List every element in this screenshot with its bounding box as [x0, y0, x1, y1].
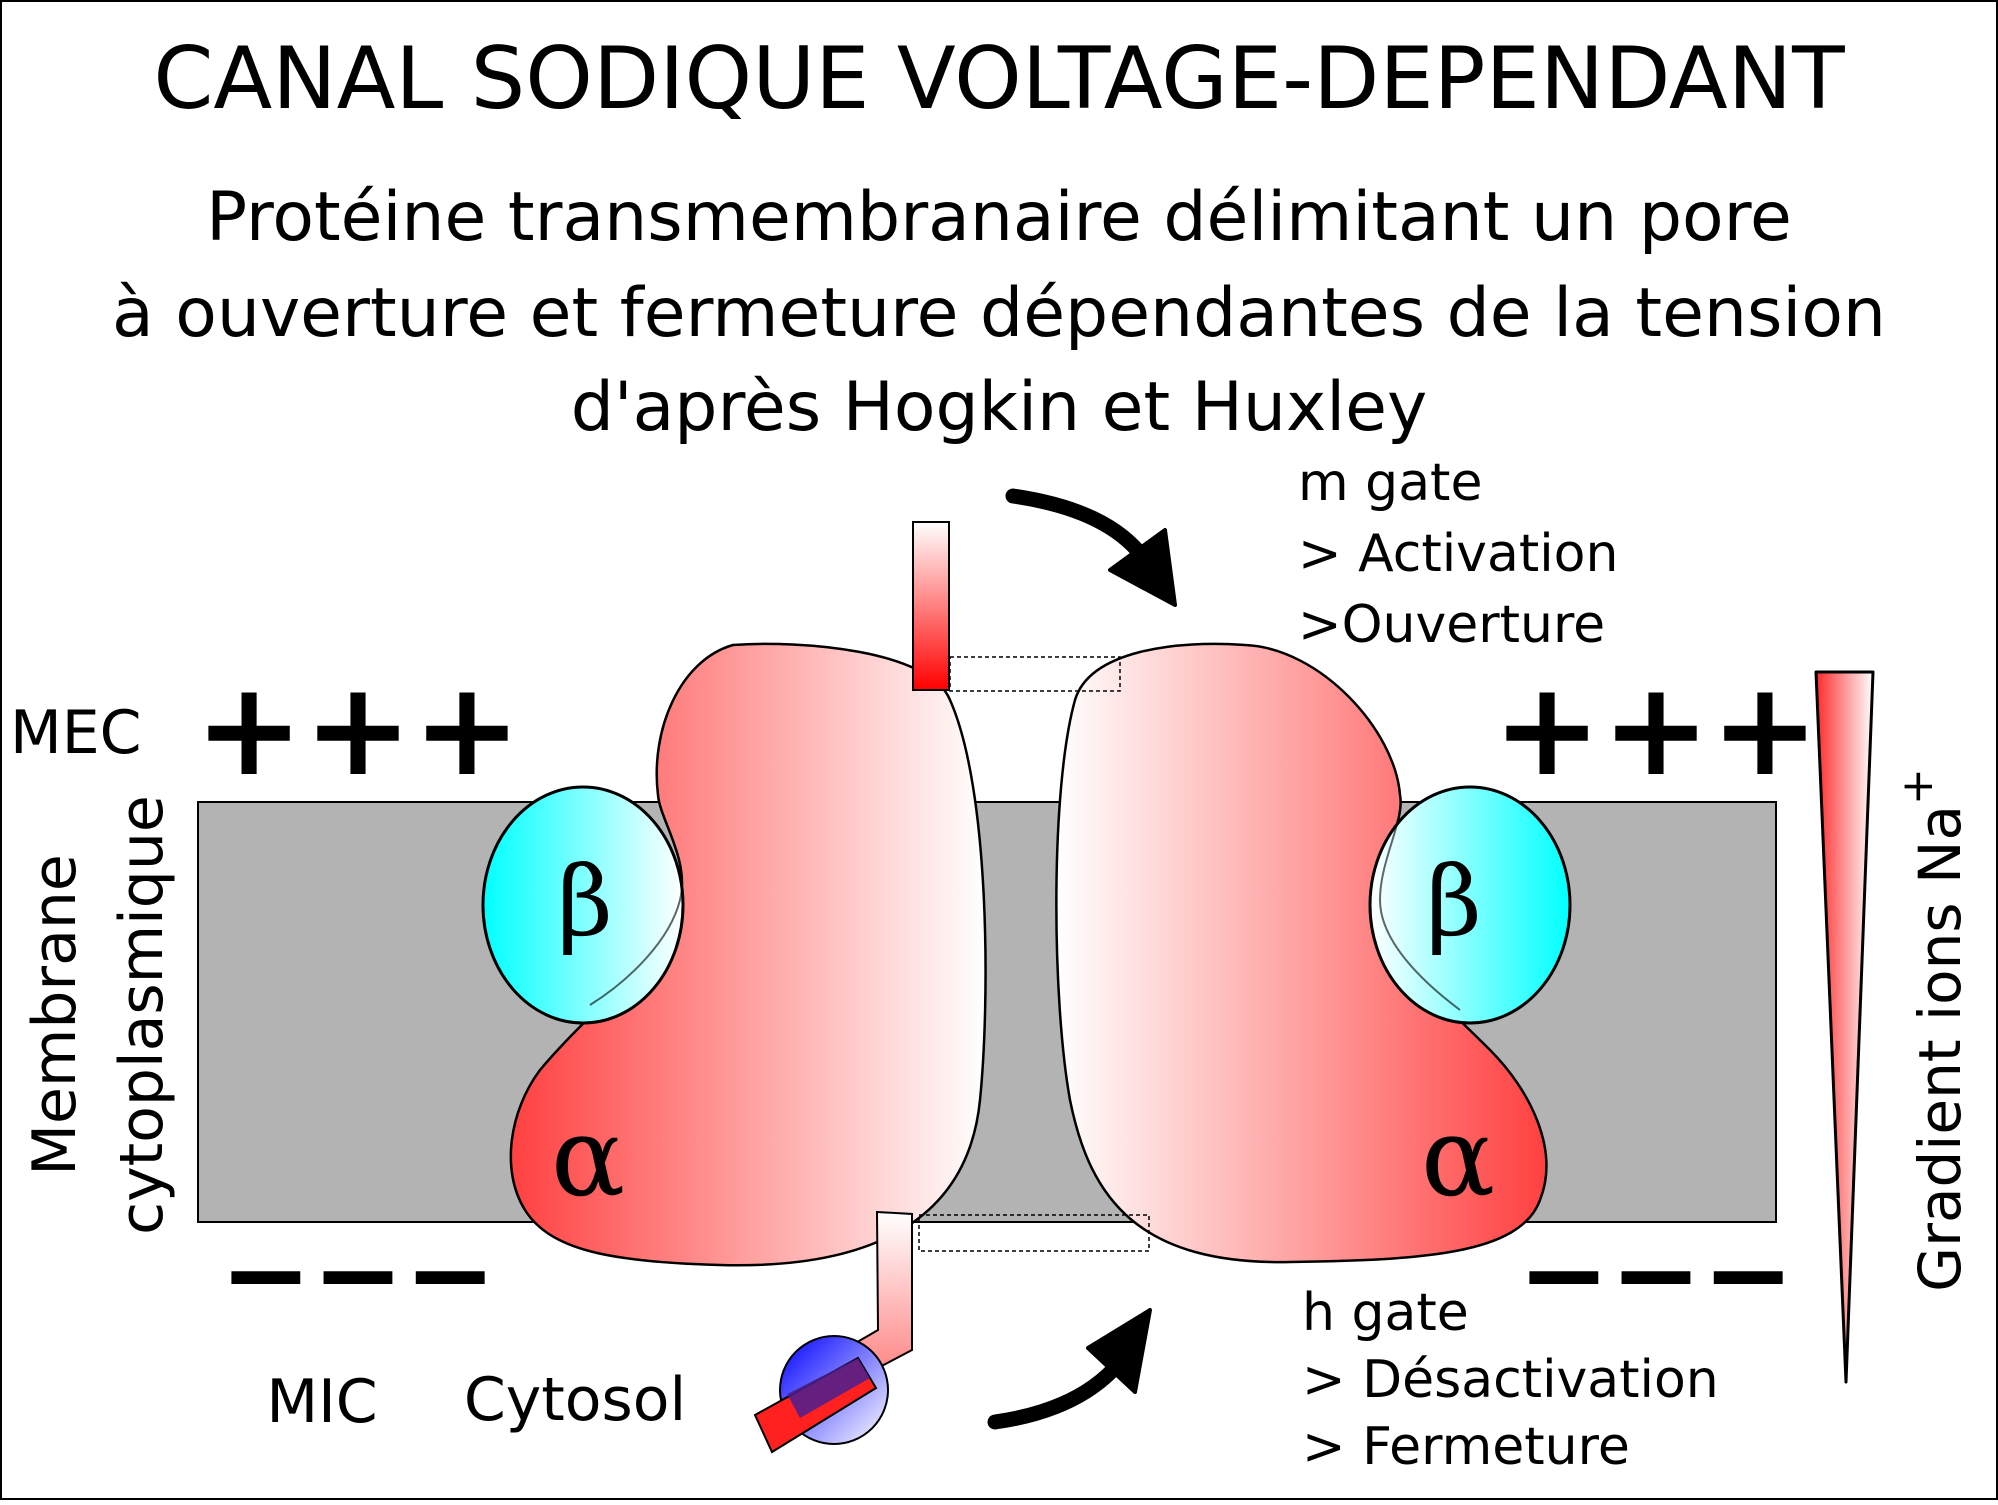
gradient-label-text: Gradient ions Na: [1906, 805, 1974, 1292]
m-gate-line-ouverture: >Ouverture: [1298, 595, 1605, 655]
mic-label: MIC: [266, 1367, 377, 1437]
subtitle-line-3: d'après Hogkin et Huxley: [571, 368, 1427, 447]
subtitle-line-2: à ouverture et fermeture dépendantes de …: [112, 274, 1886, 353]
diagram-title: CANAL SODIQUE VOLTAGE-DEPENDANT: [153, 29, 1845, 129]
beta-subunit-right: [1368, 785, 1572, 1025]
h-gate-tail-shade: [787, 1358, 870, 1418]
negative-charges-right: −−−: [1518, 1210, 1795, 1338]
m-gate-bar: [912, 521, 950, 691]
m-gate-dashed-position: [949, 656, 1121, 692]
alpha-outline-overlap-right: [1378, 794, 1461, 1011]
m-gate-title: m gate: [1298, 453, 1482, 513]
m-gate-arrowhead: [1108, 528, 1177, 607]
alpha-outline-overlap-left: [589, 794, 683, 1006]
positive-charges-right: +++: [1493, 653, 1820, 805]
positive-charges-left: +++: [195, 653, 522, 805]
h-gate-arrowhead: [1086, 1308, 1152, 1394]
alpha-label-left: α: [551, 1093, 625, 1221]
negative-charges-left: −−−: [220, 1210, 497, 1338]
h-gate-line-desactivation: > Désactivation: [1302, 1350, 1719, 1410]
m-gate-line-activation: > Activation: [1298, 524, 1618, 584]
h-gate-arrow-curve: [987, 1354, 1128, 1430]
membrane-label-line-2: cytoplasmique: [107, 795, 177, 1235]
beta-label-left: β: [557, 846, 613, 958]
beta-subunit-left: [481, 785, 685, 1025]
sodium-gradient-label: Gradient ions Na+: [1892, 768, 1974, 1292]
h-gate-line-fermeture: > Fermeture: [1302, 1417, 1630, 1477]
mec-label: MEC: [10, 698, 142, 768]
gradient-superscript: +: [1892, 768, 1943, 805]
beta-label-right: β: [1426, 846, 1482, 958]
alpha-label-right: α: [1421, 1093, 1495, 1221]
cytosol-label: Cytosol: [464, 1365, 686, 1435]
sodium-gradient-wedge: [1814, 670, 1875, 1384]
h-gate-title: h gate: [1302, 1283, 1469, 1343]
membrane-label-line-1: Membrane: [20, 854, 90, 1176]
subtitle-line-1: Protéine transmembranaire délimitant un …: [206, 178, 1792, 257]
h-gate-dashed-position: [918, 1214, 1150, 1252]
